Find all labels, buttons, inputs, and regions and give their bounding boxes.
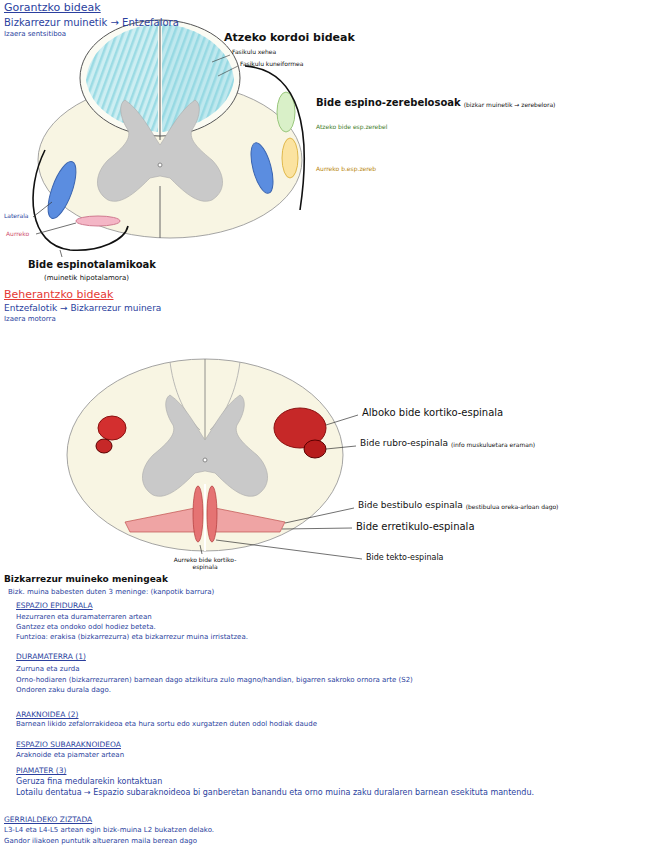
note-line: Zurruna eta zurda <box>16 665 79 673</box>
tract-label: Aurreko b.esp.zereb <box>316 165 376 172</box>
section-heading: Gorantzko bideak <box>4 1 101 14</box>
note-heading: DURAMATERRA (1) <box>16 652 86 661</box>
tract-label: Bide espinotalamikoak <box>28 259 156 271</box>
note-line: Hezurraren eta duramaterraren artean <box>16 613 152 621</box>
section-heading: Bizkarrezur muineko meningeak <box>4 574 168 585</box>
tract-label: Aurreko <box>6 230 29 237</box>
note-line: L3-L4 eta L4-L5 artean egin bizk-muina L… <box>4 826 214 834</box>
note-line: Orno-hodiaren (bizkarrezurraren) barnean… <box>16 676 413 684</box>
direction-note: Entzefalotik → Bizkarrezur muinera <box>4 303 161 314</box>
tract-label: Alboko bide kortiko-espinala <box>362 407 503 419</box>
tract-label: Aurreko bide kortiko-espinala <box>172 556 238 570</box>
note-line: Bizk. muina babesten duten 3 meninge: (k… <box>8 588 214 596</box>
direction-note: Bizkarrezur muinetik → Entzefalora <box>4 17 179 29</box>
tract-note: (muinetik hipotalamora) <box>44 274 129 282</box>
tract-label: Bide espino-zerebelosoak <box>316 97 461 109</box>
tract-label: Fasikulu xehea <box>232 48 276 55</box>
note-line: Lotailu dentatua → Espazio subaraknoideo… <box>16 788 636 798</box>
nature-note: Izaera motorra <box>4 315 56 323</box>
tract-note: (bestibulua oreka-arloan dago) <box>466 503 559 510</box>
note-line: Gandor iliakoen puntutik altueraren mail… <box>4 837 197 845</box>
nature-note: Izaera sentsitiboa <box>4 30 66 38</box>
tract-label: Atzeko kordoi bideak <box>224 31 355 44</box>
note-heading: ARAKNOIDEA (2) <box>16 710 78 719</box>
tract-label: Bide rubro-espinala <box>360 438 448 449</box>
tract-label: Atzeko bide esp.zerebel <box>316 123 387 130</box>
note-heading: ESPAZIO EPIDURALA <box>16 601 93 610</box>
note-line: Gantzez eta ondoko odol hodiez beteta. <box>16 623 156 631</box>
tract-label: Bide tekto-espinala <box>366 553 444 563</box>
note-line: Araknoide eta piamater artean <box>16 751 124 759</box>
note-line: Barnean likido zefalorrakideoa eta hura … <box>16 720 317 728</box>
tract-label: Bide bestibulo espinala <box>358 500 463 511</box>
tract-note: (info muskuluetara eraman) <box>451 441 535 448</box>
note-heading: GERRIALDEKO ZIZTADA <box>4 815 92 824</box>
tract-label: Laterala <box>4 212 29 219</box>
section-heading: Beherantzko bideak <box>4 288 113 301</box>
note-line: Geruza fina medularekin kontaktuan <box>16 777 162 787</box>
note-heading: PIAMATER (3) <box>16 766 66 775</box>
note-line: Ondoren zaku durala dago. <box>16 686 111 694</box>
tract-label: Fasikulu kuneiformea <box>240 60 303 67</box>
tract-note: (bizkar muinetik → zerebelora) <box>464 101 556 108</box>
note-heading: ESPAZIO SUBARAKNOIDEOA <box>16 740 121 749</box>
tract-label: Bide erretikulo-espinala <box>356 521 475 533</box>
note-line: Funtzioa: erakisa (bizkarrezurra) eta bi… <box>16 633 248 641</box>
